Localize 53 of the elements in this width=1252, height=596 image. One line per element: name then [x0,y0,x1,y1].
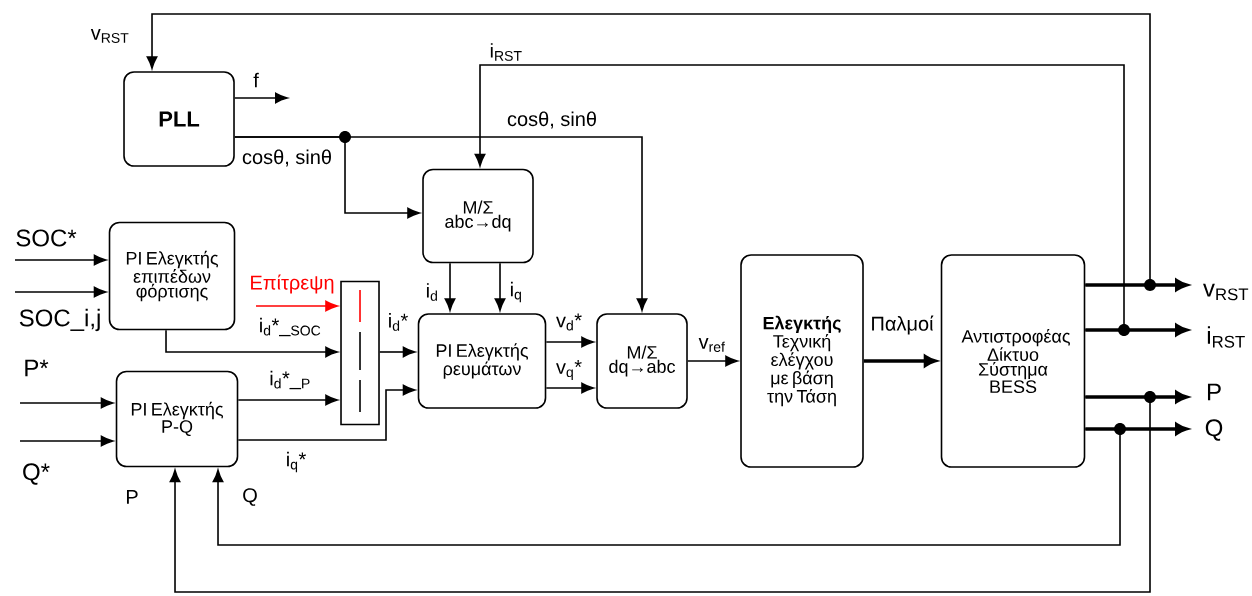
edge-label: v$_{RST}$ [90,29,129,43]
edge-label: i$_{RST}$ [1207,326,1245,348]
switch-box [340,280,380,426]
arrow [545,382,594,394]
edge-label: v$_{q}$* [556,360,582,380]
edge-label: Επίτρεψη [251,274,334,294]
arrow [687,355,738,367]
arrow [19,397,114,409]
edge-label: i$_{q}$* [287,451,306,473]
arrow [165,329,338,358]
edge-label: SOC_i,j [19,308,100,332]
arrow [494,262,506,311]
edge-label: Q* [23,463,50,485]
arrow [212,428,1121,546]
arrow [169,396,1151,593]
controller-block: PI Ελεγκτής επιπέδων φόρτισης [108,221,236,331]
edge-label: cosθ, sinθ [507,111,596,129]
controller-block: PI Ελεγκτής ρευμάτων [417,313,547,409]
edge-label: v$_{RST}$ [1203,283,1249,301]
edge-label: v$_{d}$* [556,313,582,331]
arrow [379,346,416,358]
edge-label: f [253,72,259,88]
arrow [19,435,114,447]
inverter-block: Αντιστροφέας Δίκτυο Σύστημα BESS [940,254,1086,468]
arrow [237,384,416,441]
edge-label: Q [243,488,257,506]
edge-label: i$_{d}$ [427,283,437,301]
edge-label: i$_{d}$* [389,313,408,331]
transform-block: M/Σ abc→dq [422,168,534,264]
edge-label: i$_{q}$ [511,281,521,303]
controller-block: PI Ελεγκτής P-Q [115,370,239,468]
edge-label: P* [25,359,49,377]
edge-label: P [127,490,138,504]
edge-label: P [1208,383,1221,401]
arrow [234,92,288,104]
edge-label: cosθ, sinθ [242,149,331,167]
arrow [234,136,648,311]
arrow [444,262,456,311]
arrow [255,300,338,312]
edge-label: Παλμοί [872,315,934,335]
arrow [14,286,107,298]
edge-label: i$_{d}$*_$_{SOC}$ [260,317,321,337]
edge-label: v$_{ref}$ [698,338,725,352]
transform-block: M/Σ dq→abc [596,313,688,409]
arrow [545,336,594,348]
controller-block: Ελεγκτής Τεχνική ελέγχου με βάση την Τάση [740,254,864,468]
arrow [14,254,107,266]
edge-label: i$_{RST}$ [490,43,522,61]
edge-label: SOC* [16,229,77,247]
edge-label: i$_{d}$*_$_{P}$ [270,370,310,390]
arrow [237,394,338,406]
pll-block: PLL [123,71,235,167]
edge-label: Q [1205,419,1223,441]
